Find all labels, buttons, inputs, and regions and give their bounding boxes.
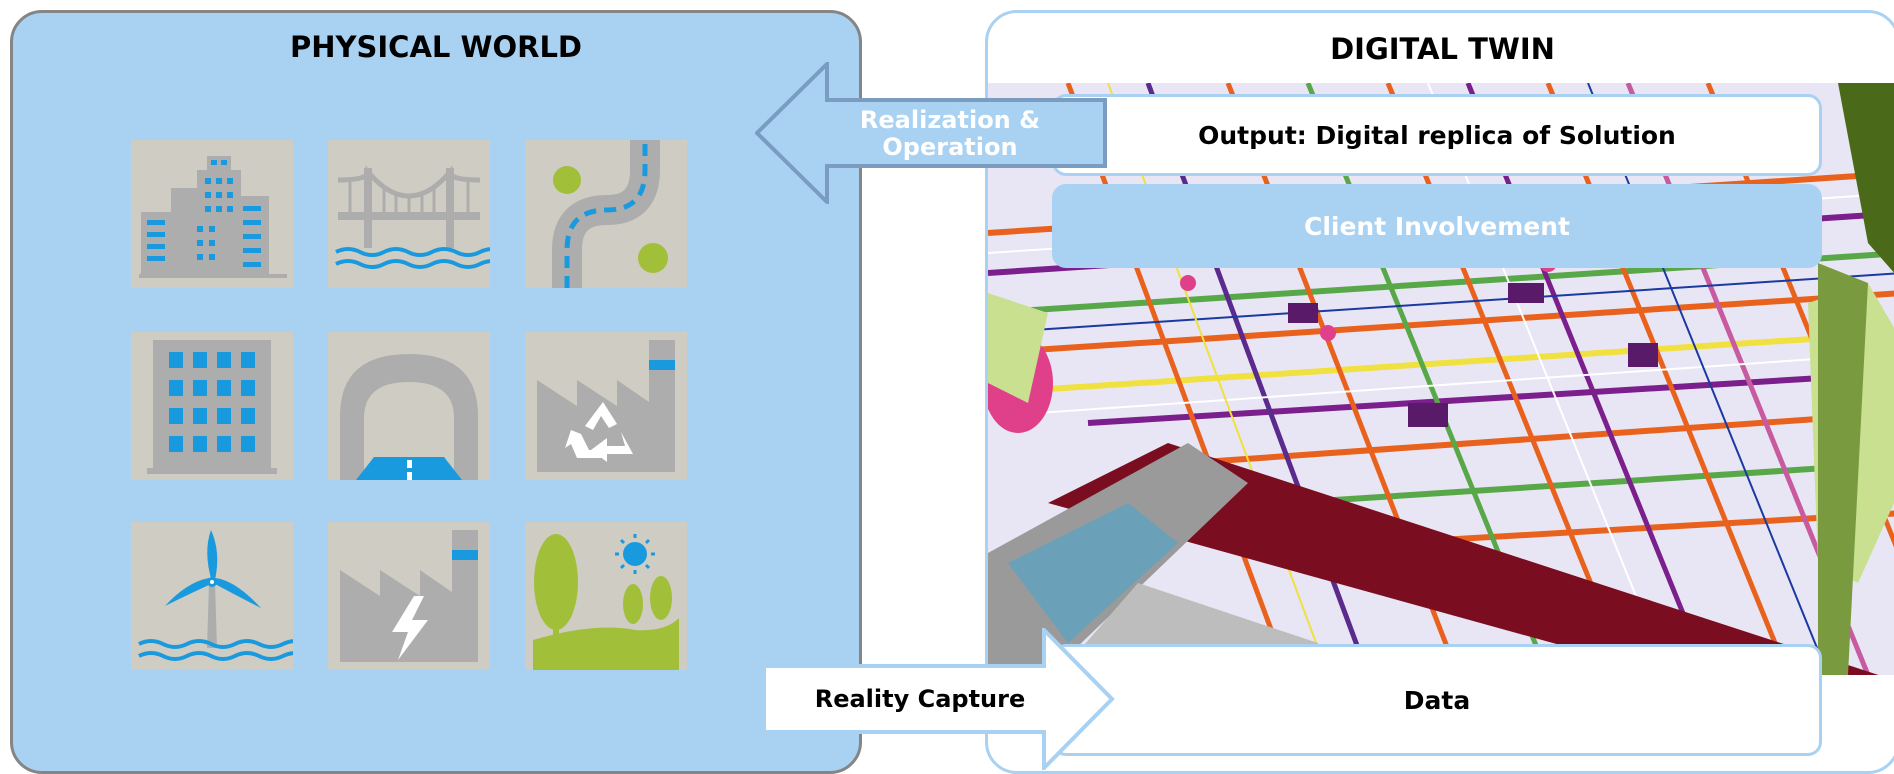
- office-building-icon: [131, 332, 293, 480]
- city-buildings-icon: [131, 140, 293, 288]
- realization-label: Realization & Operation: [859, 106, 1041, 161]
- physical-world-title: PHYSICAL WORLD: [289, 30, 583, 64]
- wind-turbine-icon: [131, 522, 293, 670]
- tunnel-icon: [328, 332, 490, 480]
- landscape-icon: [525, 522, 687, 670]
- road-icon: [525, 140, 687, 288]
- realization-arrow: [755, 62, 1107, 204]
- bridge-icon: [328, 140, 490, 288]
- power-plant-icon: [328, 522, 490, 670]
- recycling-factory-icon: [525, 332, 687, 480]
- digital-twin-title: DIGITAL TWIN: [1330, 32, 1555, 66]
- data-bar: Data: [1052, 644, 1822, 756]
- client-involvement-bar: Client Involvement: [1052, 184, 1822, 268]
- reality-capture-label: Reality Capture: [814, 685, 1026, 713]
- output-bar: Output: Digital replica of Solution: [1052, 94, 1822, 176]
- reality-capture-arrow: [762, 628, 1115, 770]
